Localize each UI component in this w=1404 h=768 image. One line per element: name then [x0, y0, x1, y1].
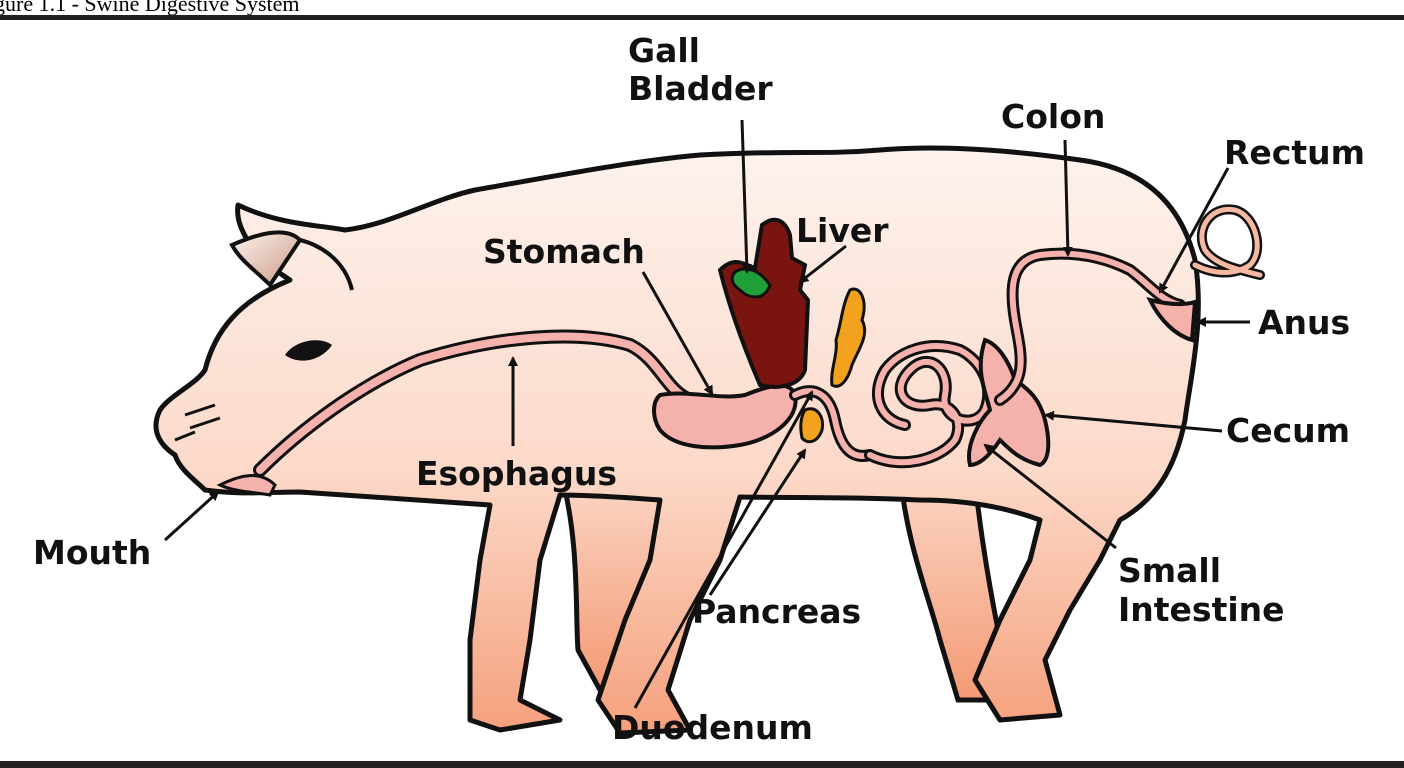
leader-liver — [798, 244, 847, 284]
leader-rectum — [1158, 167, 1230, 294]
stomach — [652, 383, 798, 450]
leader-cecum — [1044, 410, 1223, 433]
label-pancreas: Pancreas — [692, 592, 862, 631]
leader-mouth — [163, 490, 220, 542]
leader-colon — [1062, 139, 1073, 257]
pig-eye — [285, 340, 332, 361]
label-bladder: Bladder — [628, 69, 773, 108]
label-mouth: Mouth — [33, 533, 152, 572]
label-esophagus: Esophagus — [416, 454, 617, 493]
far-hind-leg — [897, 467, 1013, 703]
pancreas — [830, 287, 867, 388]
leader-gall-bladder — [740, 119, 752, 274]
leader-stomach — [641, 271, 714, 396]
label-rectum: Rectum — [1224, 133, 1366, 172]
leader-pancreas — [708, 448, 807, 596]
pig-ear — [229, 230, 303, 289]
label-stomach: Stomach — [483, 232, 645, 271]
label-colon: Colon — [1001, 97, 1106, 136]
figure-caption: gure 1.1 - Swine Digestive System — [0, 0, 300, 16]
leader-small-intestine — [983, 443, 1117, 550]
snout-wrinkles — [174, 403, 221, 442]
ear-outline — [299, 238, 354, 291]
label-gall: Gall — [628, 31, 700, 70]
pig-mouth — [216, 474, 277, 497]
small-intestine-lumen — [867, 343, 992, 466]
top-rule — [0, 15, 1404, 20]
leader-duodenum — [633, 390, 814, 709]
liver — [717, 217, 811, 389]
label-intestine: Intestine — [1118, 590, 1285, 629]
pig-tail-fill — [1192, 206, 1263, 278]
label-duodenum: Duodenum — [612, 708, 813, 747]
label-liver: Liver — [796, 211, 889, 250]
esophagus-lumen — [256, 332, 694, 474]
colon-lumen — [997, 250, 1183, 403]
label-small: Small — [1118, 551, 1222, 590]
label-cecum: Cecum — [1226, 411, 1351, 450]
label-anus: Anus — [1258, 303, 1351, 342]
gall-bladder — [730, 267, 772, 299]
rectum-anus — [1146, 297, 1198, 343]
pancreas-lower — [799, 407, 825, 444]
bottom-rule — [0, 761, 1404, 768]
